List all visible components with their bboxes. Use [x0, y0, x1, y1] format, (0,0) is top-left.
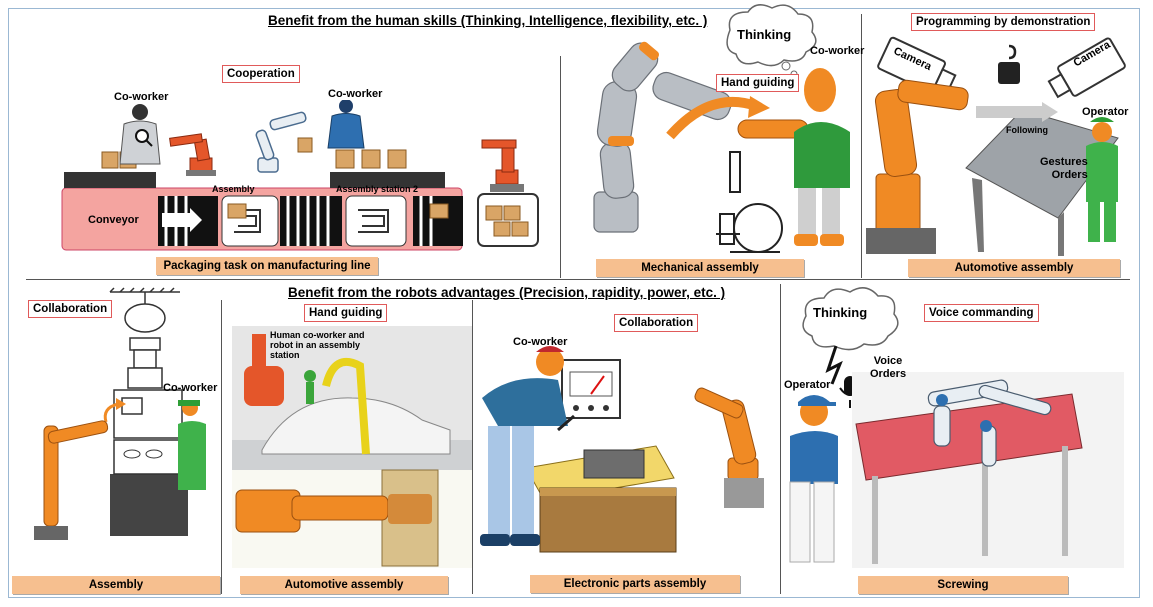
- programming-demo-tag: Programming by demonstration: [911, 13, 1096, 31]
- screwing-caption: Screwing: [858, 576, 1068, 594]
- collaboration-2-tag: Collaboration: [614, 314, 699, 332]
- row-divider: [26, 279, 1130, 280]
- coworker-elec-label: Co-worker: [513, 336, 568, 348]
- bottom-section-title: Benefit from the robots advantages (Prec…: [288, 285, 726, 300]
- hand-guiding-top-tag: Hand guiding: [716, 74, 800, 92]
- divider-top-1: [560, 56, 561, 278]
- automotive-bottom-caption: Automotive assembly: [240, 576, 448, 594]
- screwing-illustration: [789, 287, 1124, 568]
- electronic-caption: Electronic parts assembly: [530, 575, 740, 593]
- divider-bottom-1: [221, 300, 222, 594]
- assembly-station-1-label: Assembly: [212, 184, 255, 194]
- operator-bottom-label: Operator: [784, 379, 831, 391]
- divider-top-2: [861, 14, 862, 278]
- coworker-mech-label: Co-worker: [810, 45, 865, 57]
- coworker-assembly-label: Co-worker: [163, 382, 218, 394]
- top-section-title: Benefit from the human skills (Thinking,…: [268, 13, 708, 28]
- assembly-illustration: [34, 287, 206, 540]
- figure-frame: [8, 8, 1140, 598]
- human-coworker-note: Human co-worker and robot in an assembly…: [270, 330, 365, 360]
- mechanical-caption: Mechanical assembly: [596, 259, 804, 277]
- assembly-caption: Assembly: [12, 576, 220, 594]
- gestures-orders-label: Gestures Orders: [1040, 156, 1088, 181]
- packaging-line-illustration: [61, 100, 539, 251]
- divider-bottom-2: [472, 300, 473, 594]
- assembly-station-2-label: Assembly station 2: [336, 184, 419, 194]
- packaging-caption: Packaging task on manufacturing line: [156, 257, 378, 275]
- conveyor-label: Conveyor: [88, 214, 139, 226]
- voice-orders-label: Voice Orders: [870, 355, 907, 380]
- cooperation-tag: Cooperation: [222, 65, 300, 83]
- hand-guiding-bottom-tag: Hand guiding: [304, 304, 388, 322]
- automotive-hand-guiding-illustration: [232, 326, 472, 568]
- coworker-1-label: Co-worker: [114, 91, 169, 103]
- collaboration-1-tag: Collaboration: [28, 300, 113, 318]
- thinking-bottom-label: Thinking: [813, 305, 868, 320]
- electronic-assembly-illustration: [480, 346, 764, 553]
- automotive-top-caption: Automotive assembly: [908, 259, 1120, 277]
- thinking-top-label: Thinking: [737, 27, 792, 42]
- mechanical-assembly-illustration: [593, 4, 850, 253]
- operator-top-label: Operator: [1082, 106, 1129, 118]
- following-label: Following: [1006, 125, 1048, 135]
- divider-bottom-3: [780, 284, 781, 594]
- voice-commanding-tag: Voice commanding: [924, 304, 1039, 322]
- automotive-demo-illustration: [866, 36, 1126, 256]
- coworker-2-label: Co-worker: [328, 88, 383, 100]
